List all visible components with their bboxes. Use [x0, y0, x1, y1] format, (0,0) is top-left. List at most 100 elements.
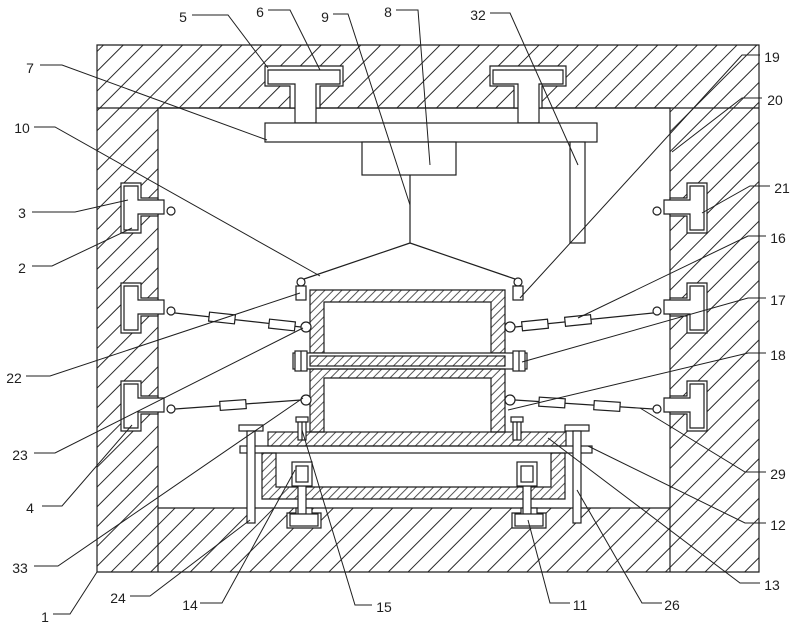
- bottom-right-slider-foot: [514, 513, 544, 527]
- plate-pin-left-head: [295, 416, 309, 423]
- callout-label-18: 18: [770, 347, 786, 363]
- lower-box-left-ring: [300, 394, 312, 406]
- leader-15: [301, 429, 372, 606]
- right-wall-sliders: [652, 182, 708, 432]
- leader-33: [34, 397, 304, 567]
- base-plate: [267, 431, 567, 447]
- spring-body: [593, 400, 621, 412]
- leader-22: [26, 292, 301, 377]
- callout-label-22: 22: [6, 370, 22, 386]
- bottom-right-slider-stem: [522, 485, 532, 515]
- callout-label-24: 24: [110, 590, 126, 606]
- callout-label-23: 23: [12, 447, 28, 463]
- right-bolt-shaft: [572, 430, 582, 524]
- leader-23: [34, 327, 304, 454]
- callout-label-21: 21: [774, 180, 790, 196]
- upper-box-left-ring: [300, 321, 312, 333]
- spring-body: [538, 396, 566, 409]
- spring-cord-right-lower: [514, 399, 654, 410]
- callout-label-29: 29: [770, 466, 786, 482]
- callout-label-33: 33: [12, 560, 28, 576]
- lower-box: [309, 368, 506, 433]
- vertical-bar: [569, 141, 586, 244]
- left-hook-upper: [166, 206, 176, 216]
- callout-label-7: 7: [26, 60, 34, 76]
- leader-16: [577, 235, 766, 319]
- spring-body: [563, 314, 593, 327]
- cylinder: [361, 141, 457, 176]
- left-slider-middle: [123, 285, 165, 331]
- bottom-left-slider-block: [291, 461, 313, 487]
- bottom-right-slider-block-inner: [520, 465, 534, 483]
- leader-7: [40, 64, 268, 141]
- bottom-right-slider-block: [516, 461, 538, 487]
- leader-24: [130, 519, 251, 597]
- callout-label-14: 14: [182, 597, 198, 613]
- callout-label-19: 19: [764, 49, 780, 65]
- connecting-flange-strip: [309, 355, 506, 367]
- upper-box: [309, 289, 506, 354]
- bottom-left-slider-foot: [289, 513, 319, 527]
- bottom-left-slider-block-inner: [295, 465, 309, 483]
- leader-lines: [26, 9, 770, 615]
- right-slider-lower: [663, 383, 705, 429]
- right-bolt-head: [564, 424, 590, 432]
- callout-labels: 5 6 9 8 32 7 19 10 20 3 21 2 16 17 22 18…: [6, 4, 790, 625]
- callout-label-26: 26: [664, 597, 680, 613]
- leader-14: [200, 469, 296, 604]
- mounting-plate: [264, 122, 598, 143]
- leader-20: [671, 97, 762, 153]
- base-assembly: [238, 416, 593, 529]
- callout-label-15: 15: [376, 599, 392, 615]
- top-left-hook-bolt: [295, 285, 307, 301]
- leader-8: [396, 9, 431, 166]
- callout-label-2: 2: [18, 260, 26, 276]
- leader-5: [192, 14, 269, 69]
- callout-label-1: 1: [41, 609, 49, 625]
- spring-body: [267, 318, 297, 332]
- right-hook-lower: [652, 404, 662, 414]
- spring-body: [219, 398, 247, 412]
- callout-label-17: 17: [770, 292, 786, 308]
- leader-4: [42, 424, 133, 507]
- leader-26: [576, 489, 662, 604]
- callout-label-12: 12: [770, 517, 786, 533]
- upper-box-right-ring: [504, 321, 516, 333]
- callout-label-32: 32: [470, 7, 486, 23]
- left-slider-lower: [123, 383, 165, 429]
- callout-label-13: 13: [764, 577, 780, 593]
- left-hook-lower: [166, 404, 176, 414]
- leader-17: [521, 297, 766, 363]
- leader-32: [490, 12, 579, 166]
- callout-label-8: 8: [384, 4, 392, 20]
- containers: [292, 277, 528, 433]
- right-hook-middle: [652, 306, 662, 316]
- leader-29: [639, 407, 766, 473]
- callout-label-5: 5: [179, 9, 187, 25]
- leader-11: [527, 519, 570, 604]
- callout-label-16: 16: [770, 230, 786, 246]
- leader-18: [507, 352, 766, 411]
- bottom-left-slider-stem: [297, 485, 307, 515]
- callout-label-4: 4: [26, 500, 34, 516]
- right-slider-upper: [663, 185, 705, 231]
- right-hook-upper: [652, 206, 662, 216]
- leader-21: [701, 185, 770, 214]
- leader-2: [32, 227, 133, 267]
- lifting-assembly: [264, 122, 598, 280]
- leader-9: [333, 13, 411, 206]
- top-left-ring: [296, 277, 306, 287]
- leader-13: [547, 437, 760, 584]
- leader-10: [34, 126, 321, 277]
- right-slider-middle: [663, 285, 705, 331]
- rope-left-branch: [303, 242, 411, 280]
- lower-box-right-ring: [504, 394, 516, 406]
- left-wall-sliders: [120, 182, 176, 432]
- frame: [96, 44, 760, 573]
- left-hook-middle: [166, 306, 176, 316]
- callout-label-3: 3: [18, 205, 26, 221]
- leader-6: [268, 9, 321, 71]
- leader-1: [53, 571, 98, 615]
- base-rail: [239, 445, 593, 454]
